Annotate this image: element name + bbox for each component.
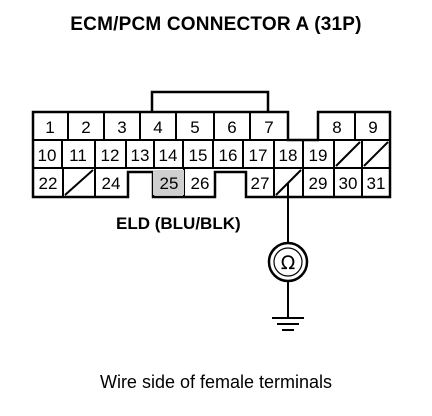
pin-label: 5 xyxy=(190,118,199,137)
pin-label: 11 xyxy=(69,146,87,165)
pin-label: 15 xyxy=(189,146,208,165)
row3-pin-labels: 22 24 25 26 27 29 30 31 xyxy=(39,174,386,193)
pin-label: 22 xyxy=(39,174,58,193)
diagram-caption: Wire side of female terminals xyxy=(99,372,333,392)
pin-label: 8 xyxy=(332,118,341,137)
pin-label: 16 xyxy=(219,146,238,165)
pin-label: 2 xyxy=(81,118,90,137)
row2-dividers xyxy=(61,140,363,168)
pin-label: 12 xyxy=(101,146,120,165)
row2-pin-labels: 10 11 12 13 14 15 16 17 18 19 xyxy=(38,146,328,165)
terminal-label: ELD (BLU/BLK) xyxy=(116,214,241,233)
diagram-title: ECM/PCM CONNECTOR A (31P) xyxy=(70,14,362,35)
pin-label: 1 xyxy=(45,118,54,137)
pin-label: 10 xyxy=(38,146,57,165)
unused-cavity-marks xyxy=(64,141,389,196)
pin-label: 17 xyxy=(249,146,268,165)
highlighted-terminal-25 xyxy=(153,170,184,195)
pin-label: 19 xyxy=(309,146,328,165)
pin-label: 6 xyxy=(227,118,236,137)
pin-label: 14 xyxy=(159,146,178,165)
pin-label: 29 xyxy=(309,174,328,193)
ohm-symbol: Ω xyxy=(281,252,296,274)
pin-label: 25 xyxy=(160,174,179,193)
connector-outline xyxy=(31,110,392,199)
ohmmeter: Ω xyxy=(267,241,309,283)
row1-pin-labels: 1 2 3 4 5 6 7 8 9 xyxy=(45,118,377,137)
pin-label: 13 xyxy=(131,146,150,165)
pin-label: 9 xyxy=(368,118,377,137)
pin-label: 4 xyxy=(153,118,162,137)
pin-label: 24 xyxy=(102,174,121,193)
pin-label: 26 xyxy=(191,174,210,193)
row1-dividers xyxy=(67,112,356,140)
connector-lock-tab xyxy=(150,90,270,112)
pin-label: 18 xyxy=(279,146,298,165)
pin-label: 3 xyxy=(117,118,126,137)
pin-label: 31 xyxy=(367,174,386,193)
ground-icon xyxy=(272,317,304,331)
pin-label: 7 xyxy=(264,118,273,137)
pin-label: 27 xyxy=(251,174,270,193)
pin-label: 30 xyxy=(339,174,358,193)
